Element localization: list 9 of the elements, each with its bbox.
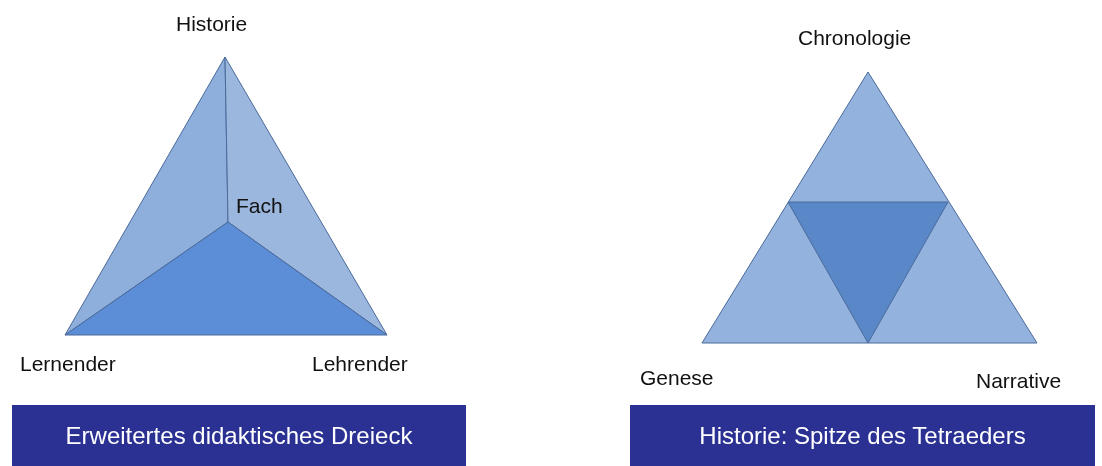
vertex-label: Lehrender bbox=[312, 352, 408, 376]
vertex-label: Genese bbox=[640, 366, 714, 390]
vertex-label: Narrative bbox=[976, 369, 1062, 393]
vertex-label: Fach bbox=[236, 194, 283, 218]
vertex-label: Chronologie bbox=[798, 26, 912, 50]
vertex-label: Historie bbox=[176, 12, 248, 36]
caption-banner: Historie: Spitze des Tetraeders bbox=[630, 405, 1095, 466]
vertex-label: Lernender bbox=[20, 352, 116, 376]
caption-banner: Erweitertes didaktisches Dreieck bbox=[12, 405, 466, 466]
